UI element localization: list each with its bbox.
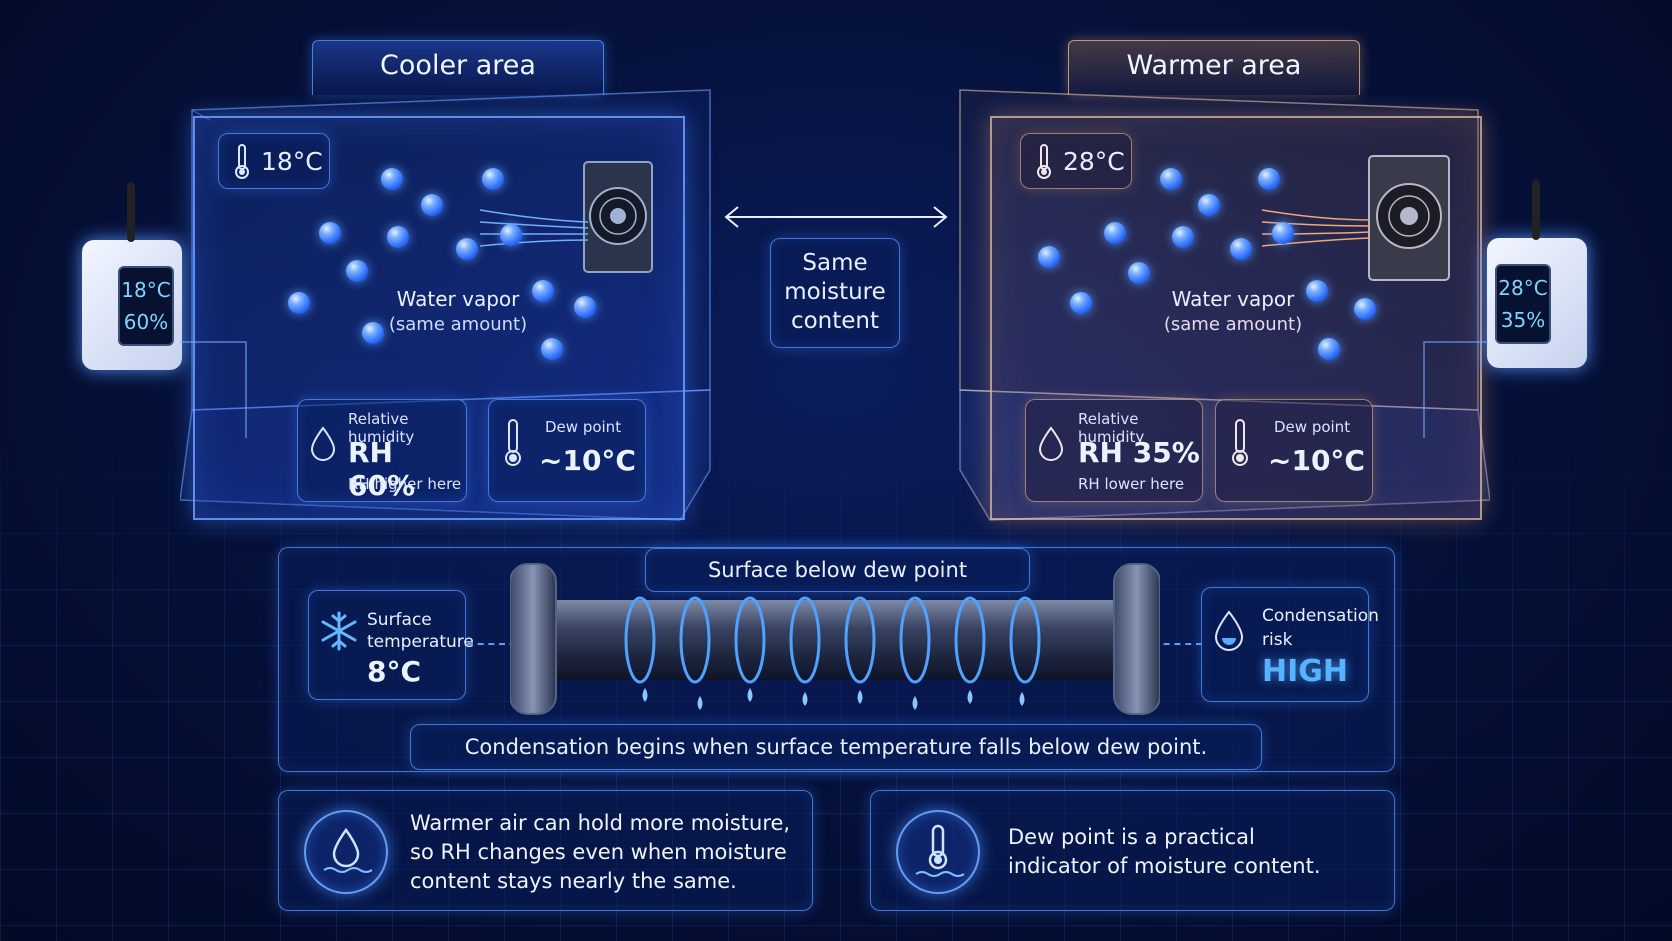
water-drop-icon xyxy=(1214,610,1244,651)
info-card-right: Dew point is a practical indicator of mo… xyxy=(870,790,1395,911)
same-moisture-line2: moisture xyxy=(784,279,886,305)
cooler-rh-note: RH higher here xyxy=(348,475,462,493)
warmer-vapor-label: Water vapor xyxy=(1171,287,1295,311)
risk-value: HIGH xyxy=(1262,654,1349,689)
vapor-droplet xyxy=(1070,292,1092,314)
warmer-sensor-temp: 28°C xyxy=(1498,276,1548,300)
surface-connector xyxy=(467,643,537,645)
surface-temp-card: Surface temperature 8°C xyxy=(308,590,474,700)
cooler-title: Cooler area xyxy=(312,40,604,95)
cooler-temperature: 18°C xyxy=(261,146,323,176)
warmer-dew-label: Dew point xyxy=(1274,418,1351,436)
cooler-dew-label: Dew point xyxy=(545,418,622,436)
fan-icon xyxy=(583,161,653,273)
vapor-droplet xyxy=(1318,338,1340,360)
warmer-dew-value: ~10°C xyxy=(1268,444,1365,477)
vapor-droplet xyxy=(319,222,341,244)
info-left-line1: Warmer air can hold more moisture, xyxy=(410,811,791,835)
cooler-sensor-rh: 60% xyxy=(123,310,169,334)
same-moisture-card: Same moisture content xyxy=(770,238,900,348)
cooler-rh-card: Relative humidity RH 60% RH higher here xyxy=(297,399,467,502)
vapor-droplet xyxy=(456,238,478,260)
condensation-risk-card: Condensation risk HIGH xyxy=(1201,587,1379,702)
info-right-line1: Dew point is a practical xyxy=(1008,825,1255,849)
risk-label-2: risk xyxy=(1262,630,1293,650)
vapor-droplet xyxy=(1128,262,1150,284)
cooler-dew-value: ~10°C xyxy=(539,444,636,477)
double-arrow-icon xyxy=(724,206,948,228)
warmer-rh-note: RH lower here xyxy=(1078,475,1185,493)
warmer-rh-value: RH 35% xyxy=(1078,436,1200,469)
water-drop-icon xyxy=(1038,426,1064,461)
warmer-sensor-rh: 35% xyxy=(1500,308,1546,332)
surface-label-2: temperature xyxy=(367,632,474,652)
vapor-droplet xyxy=(387,226,409,248)
vapor-droplet xyxy=(1230,238,1252,260)
sensor-link-line xyxy=(1423,341,1488,438)
snowflake-icon xyxy=(321,611,357,651)
fan-icon xyxy=(1368,155,1450,281)
cooler-dew-card: Dew point ~10°C xyxy=(488,399,646,502)
thermometer-icon xyxy=(235,144,249,179)
thermometer-icon xyxy=(1232,419,1248,466)
vapor-droplet xyxy=(381,168,403,190)
humidity-icon xyxy=(304,810,388,894)
vapor-droplet xyxy=(1306,280,1328,302)
water-drop-icon xyxy=(310,426,336,461)
vapor-droplet xyxy=(1160,168,1182,190)
sensor-link-line xyxy=(180,341,247,438)
vapor-droplet xyxy=(362,322,384,344)
vapor-droplet xyxy=(1354,298,1376,320)
cooler-sensor-temp: 18°C xyxy=(121,278,171,302)
cooler-temp-badge: 18°C xyxy=(218,133,330,189)
vapor-droplet xyxy=(500,224,522,246)
vapor-droplet xyxy=(532,280,554,302)
warmer-title: Warmer area xyxy=(1068,40,1360,95)
warmer-dew-card: Dew point ~10°C xyxy=(1215,399,1373,502)
warmer-rh-label: Relative humidity xyxy=(1078,410,1145,446)
vapor-droplet xyxy=(1272,222,1294,244)
vapor-droplet xyxy=(541,338,563,360)
info-right-line2: indicator of moisture content. xyxy=(1008,854,1321,878)
vapor-droplet xyxy=(1104,222,1126,244)
vapor-droplet xyxy=(288,292,310,314)
same-moisture-line3: content xyxy=(790,308,880,334)
vapor-droplet xyxy=(574,296,596,318)
thermometer-icon xyxy=(505,419,521,466)
vapor-droplet xyxy=(1038,246,1060,268)
cooler-vapor-sub: (same amount) xyxy=(388,314,528,335)
surface-temp-value: 8°C xyxy=(367,655,422,688)
dew-point-icon xyxy=(896,810,980,894)
info-card-left: Warmer air can hold more moisture, so RH… xyxy=(278,790,813,911)
airflow-lines xyxy=(480,209,589,247)
antenna xyxy=(127,182,135,242)
vapor-droplet xyxy=(1172,226,1194,248)
cooler-rh-label: Relative humidity xyxy=(348,410,415,446)
warmer-vapor-sub: (same amount) xyxy=(1163,314,1303,335)
same-moisture-line1: Same xyxy=(802,250,868,276)
risk-connector xyxy=(1142,643,1202,645)
vapor-droplet xyxy=(482,168,504,190)
vapor-droplet xyxy=(1258,168,1280,190)
surface-label-1: Surface xyxy=(367,610,432,630)
antenna xyxy=(1532,180,1540,240)
pipe-illustration xyxy=(510,563,1160,715)
vapor-droplet xyxy=(421,194,443,216)
vapor-droplet xyxy=(1198,194,1220,216)
vapor-droplet xyxy=(346,260,368,282)
cooler-vapor-label: Water vapor xyxy=(396,287,520,311)
info-left-line2: so RH changes even when moisture xyxy=(410,840,787,864)
warmer-temperature: 28°C xyxy=(1063,146,1125,176)
cooler-rh-value: RH 60% xyxy=(348,436,416,502)
pipe-header: Surface below dew point xyxy=(645,548,1030,592)
risk-label-1: Condensation xyxy=(1262,606,1379,626)
thermometer-icon xyxy=(1037,144,1051,179)
warmer-temp-badge: 28°C xyxy=(1020,133,1132,189)
info-left-line3: content stays nearly the same. xyxy=(410,869,737,893)
warmer-rh-card: Relative humidity RH 35% RH lower here xyxy=(1025,399,1203,502)
pipe-caption: Condensation begins when surface tempera… xyxy=(410,724,1262,770)
